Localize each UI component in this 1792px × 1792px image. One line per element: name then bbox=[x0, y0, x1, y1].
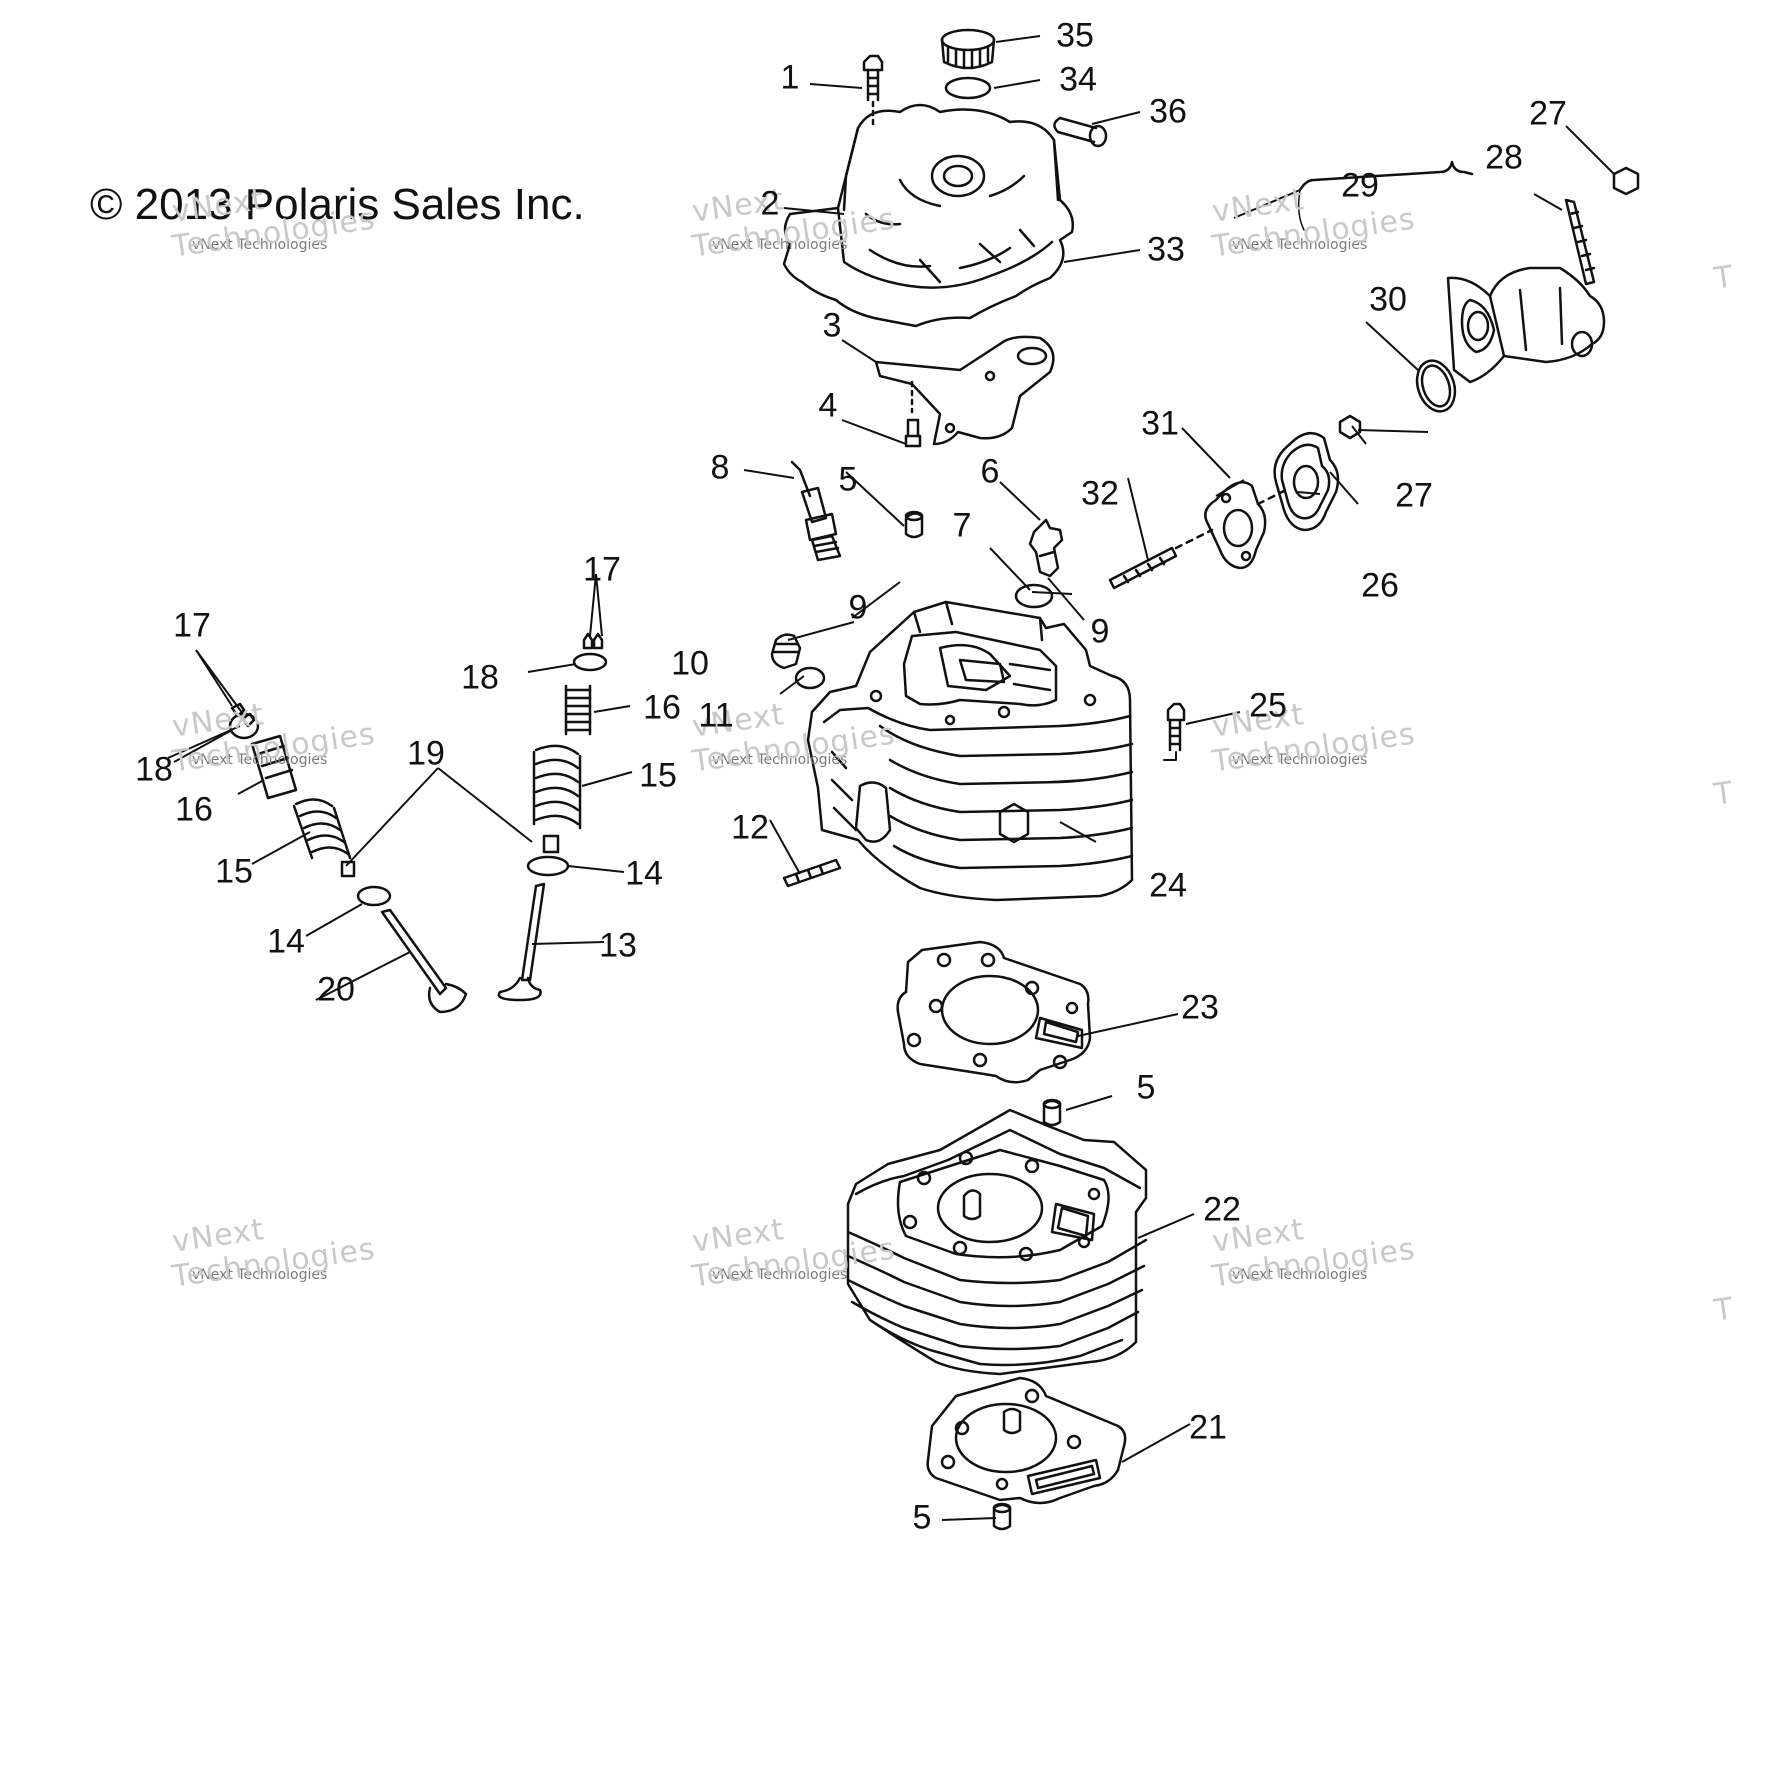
valve-cover-part-2 bbox=[782, 103, 1074, 328]
valve-part-20 bbox=[380, 908, 468, 1014]
washer-part-7 bbox=[1014, 583, 1054, 609]
callout-14-right: 14 bbox=[625, 854, 663, 893]
cylinder-block-part-22 bbox=[846, 1108, 1148, 1376]
callout-21: 21 bbox=[1189, 1408, 1227, 1447]
bolt-part-25 bbox=[1163, 702, 1186, 761]
callout-26: 26 bbox=[1361, 566, 1399, 605]
valve-keepers-part-17-right bbox=[582, 632, 604, 650]
o-ring-part-11 bbox=[794, 666, 826, 690]
washer-part-14-left bbox=[356, 885, 392, 907]
stud-part-28 bbox=[1564, 198, 1596, 286]
callout-33: 33 bbox=[1147, 230, 1185, 269]
callout-11: 11 bbox=[698, 696, 734, 735]
callout-1: 1 bbox=[780, 58, 800, 97]
stud-part-12 bbox=[782, 858, 842, 888]
callout-18-left: 18 bbox=[135, 750, 173, 789]
cylinder-head-part-24 bbox=[806, 600, 1134, 902]
callout-12: 12 bbox=[731, 808, 769, 847]
callout-22: 22 bbox=[1203, 1190, 1241, 1229]
callout-31: 31 bbox=[1141, 404, 1179, 443]
stud-part-32 bbox=[1108, 486, 1292, 590]
callout-6: 6 bbox=[980, 452, 1000, 491]
gasket-part-31 bbox=[1204, 481, 1267, 570]
bracket-29 bbox=[1298, 160, 1474, 192]
callout-9-b: 9 bbox=[1090, 612, 1110, 651]
callout-14-left: 14 bbox=[267, 922, 305, 961]
callout-27-top: 27 bbox=[1529, 94, 1567, 133]
callout-18-right: 18 bbox=[461, 658, 499, 697]
callout-20: 20 bbox=[317, 970, 355, 1009]
dowel-part-5-mid bbox=[1042, 1098, 1062, 1127]
intake-pipe-part-29 bbox=[1446, 266, 1606, 384]
callout-25: 25 bbox=[1249, 686, 1287, 725]
dowel-part-5-bottom bbox=[992, 1502, 1012, 1531]
callout-27-mid: 27 bbox=[1395, 476, 1433, 515]
callout-35: 35 bbox=[1056, 16, 1094, 55]
callout-17-right: 17 bbox=[583, 550, 621, 589]
fitting-part-6 bbox=[1028, 518, 1064, 578]
copyright-notice: © 2013 Polaris Sales Inc. bbox=[90, 180, 585, 229]
callout-9-a: 9 bbox=[848, 588, 868, 627]
head-gasket-part-23 bbox=[896, 940, 1092, 1084]
base-gasket-part-21 bbox=[926, 1376, 1127, 1505]
callout-16-left: 16 bbox=[175, 790, 213, 829]
callout-34: 34 bbox=[1059, 60, 1097, 99]
callout-8: 8 bbox=[710, 448, 730, 487]
callout-36: 36 bbox=[1149, 92, 1187, 131]
o-ring-part-30 bbox=[1415, 359, 1457, 413]
callout-7: 7 bbox=[952, 506, 972, 545]
dowel-part-5-top bbox=[904, 510, 924, 539]
callout-2: 2 bbox=[760, 184, 780, 223]
valve-seal-part-19-right bbox=[542, 834, 560, 854]
callout-23: 23 bbox=[1181, 988, 1219, 1027]
outer-spring-part-15-left bbox=[292, 798, 352, 860]
callout-24: 24 bbox=[1149, 866, 1187, 905]
callout-19: 19 bbox=[407, 734, 445, 773]
callout-15-left: 15 bbox=[215, 852, 253, 891]
leader-lines bbox=[167, 35, 1615, 1521]
filler-cap-part-35 bbox=[940, 28, 996, 70]
nut-part-27-top bbox=[1612, 166, 1640, 196]
screw-part-4 bbox=[904, 380, 922, 448]
callout-5-mid: 5 bbox=[1136, 1068, 1156, 1107]
callout-28: 28 bbox=[1485, 138, 1523, 177]
callout-32: 32 bbox=[1081, 474, 1119, 513]
outer-spring-part-15-right bbox=[532, 744, 582, 830]
inner-spring-part-16-right bbox=[564, 684, 592, 736]
callout-5-bottom: 5 bbox=[912, 1498, 932, 1537]
callout-13: 13 bbox=[599, 926, 637, 965]
washer-part-14-right bbox=[526, 855, 570, 877]
spark-plug-part-8 bbox=[790, 460, 842, 562]
callout-15-right: 15 bbox=[639, 756, 677, 795]
fitting-part-10 bbox=[770, 633, 802, 670]
callout-30: 30 bbox=[1369, 280, 1407, 319]
callout-16-right: 16 bbox=[643, 688, 681, 727]
callout-5-top: 5 bbox=[838, 460, 858, 499]
callout-10: 10 bbox=[671, 644, 709, 683]
valve-part-13 bbox=[497, 882, 546, 1002]
spring-retainer-part-18-right bbox=[572, 652, 608, 672]
inner-spring-part-16-left bbox=[250, 734, 298, 800]
callout-29: 29 bbox=[1341, 166, 1379, 205]
callout-4: 4 bbox=[818, 386, 838, 425]
o-ring-part-34 bbox=[944, 76, 992, 100]
callout-3: 3 bbox=[822, 306, 842, 345]
spacer-part-26 bbox=[1273, 431, 1340, 532]
callout-17-left: 17 bbox=[173, 606, 211, 645]
breather-nipple-part-36 bbox=[1053, 116, 1108, 148]
nut-part-27-mid bbox=[1338, 414, 1362, 440]
gasket-plate-part-3 bbox=[874, 335, 1055, 446]
